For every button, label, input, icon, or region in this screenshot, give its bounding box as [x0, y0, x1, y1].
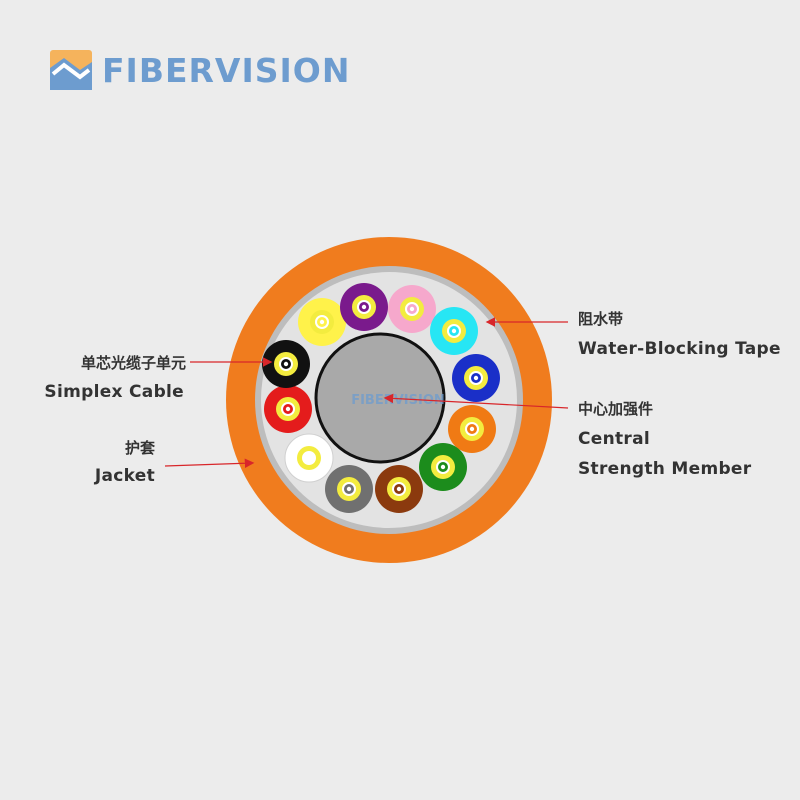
jacket-label-cn: 护套 — [124, 439, 155, 457]
central-strength-member — [314, 332, 446, 464]
simplex-unit-fiber — [346, 486, 352, 492]
simplex-unit-fiber — [469, 426, 475, 432]
simplex-unit-fiber — [440, 464, 446, 470]
water-blocking-tape-label-en: Water-Blocking Tape — [578, 339, 781, 359]
simplex-cable-label-cn: 单芯光缆子单元 — [80, 354, 186, 372]
simplex-unit-fiber — [361, 304, 367, 310]
simplex-unit — [298, 298, 346, 346]
simplex-unit — [448, 405, 496, 453]
water-blocking-tape-label-cn: 阻水带 — [578, 310, 624, 328]
center-watermark: FIBERVISION — [351, 393, 445, 408]
simplex-unit — [388, 285, 436, 333]
arrow-central-strength-member — [383, 393, 569, 409]
simplex-unit — [419, 443, 467, 491]
brand-logo: FIBERVISION — [50, 50, 350, 90]
simplex-cable-units — [262, 283, 500, 513]
simplex-cable-label-en: Simplex Cable — [44, 382, 184, 402]
jacket-label-en: Jacket — [94, 466, 155, 486]
simplex-unit — [340, 283, 388, 331]
simplex-unit — [264, 385, 312, 433]
arrow-jacket — [164, 458, 255, 469]
simplex-unit — [375, 465, 423, 513]
simplex-unit-fiber — [409, 306, 415, 312]
simplex-unit-fiber — [451, 328, 457, 334]
simplex-unit — [325, 465, 373, 513]
simplex-unit — [262, 340, 310, 388]
strength-member-label-cn: 中心加强件 — [578, 400, 654, 418]
simplex-unit-fiber — [473, 375, 479, 381]
strength-member-label-en-2: Strength Member — [578, 459, 752, 479]
simplex-unit — [430, 307, 478, 355]
simplex-unit-fiber — [319, 319, 325, 325]
brand-name: FIBERVISION — [102, 50, 351, 90]
simplex-unit — [284, 433, 334, 483]
simplex-unit — [452, 354, 500, 402]
simplex-unit-fiber — [285, 406, 291, 412]
simplex-unit-fiber — [396, 486, 402, 492]
strength-member-label-en-1: Central — [578, 429, 651, 449]
simplex-unit-fiber — [306, 455, 312, 461]
simplex-unit-fiber — [283, 361, 289, 367]
fibervision-logo-icon — [50, 50, 92, 90]
